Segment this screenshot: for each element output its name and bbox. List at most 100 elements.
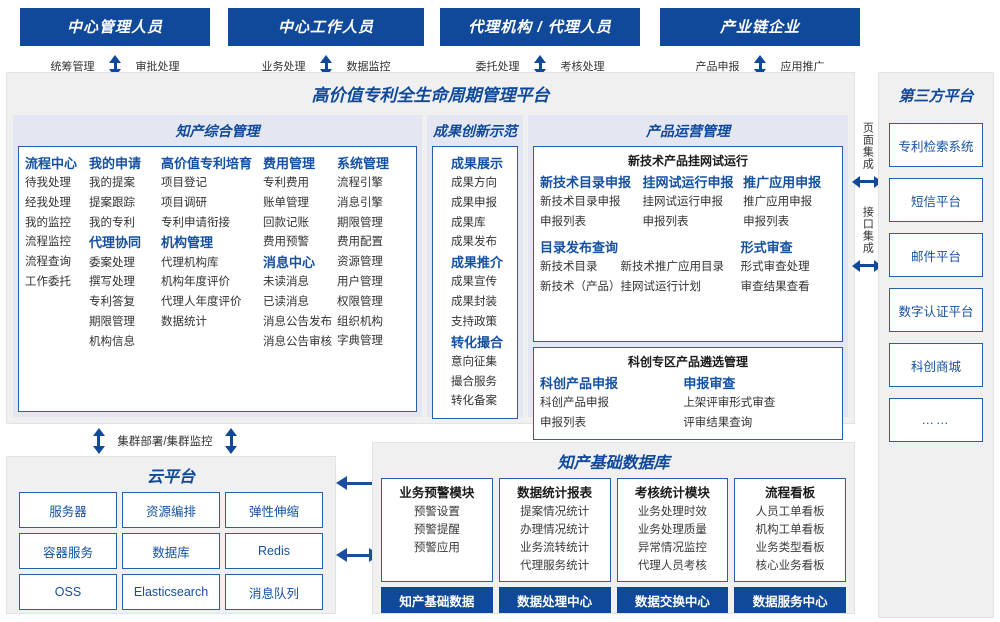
knowledge-item[interactable]: 撰写处理 <box>89 276 135 289</box>
cloud-cell-1[interactable]: 服务器 <box>19 492 117 528</box>
database-card-item[interactable]: 业务类型看板 <box>755 541 825 554</box>
knowledge-item[interactable]: 项目调研 <box>161 196 207 209</box>
product-item[interactable]: 申报列表 <box>743 215 790 228</box>
achievement-item[interactable]: 撮合服务 <box>450 375 497 388</box>
knowledge-item[interactable]: 待我处理 <box>25 177 71 190</box>
cloud-cell-9[interactable]: 消息队列 <box>225 574 323 610</box>
database-card-item[interactable]: 异常情况监控 <box>637 541 707 554</box>
knowledge-item[interactable]: 我的专利 <box>89 216 135 229</box>
knowledge-item[interactable]: 消息公告审核 <box>263 335 332 348</box>
database-card-item[interactable]: 代理人员考核 <box>637 559 707 572</box>
database-card-item[interactable]: 提案情况统计 <box>520 506 590 519</box>
database-footer[interactable]: 数据服务中心 <box>734 587 846 613</box>
knowledge-item[interactable]: 机构信息 <box>89 335 135 348</box>
database-card-item[interactable]: 业务处理时效 <box>637 506 707 519</box>
database-card-item[interactable]: 预警应用 <box>413 541 460 554</box>
database-card-item[interactable]: 代理服务统计 <box>520 559 590 572</box>
database-card-item[interactable]: 业务处理质量 <box>637 524 707 537</box>
database-card-item[interactable]: 业务流转统计 <box>520 541 590 554</box>
cloud-cell-3[interactable]: 弹性伸缩 <box>225 492 323 528</box>
arrow-head-left-icon <box>336 476 347 490</box>
innovation-item[interactable]: 评审结果查询 <box>683 416 753 429</box>
database-card-item[interactable]: 核心业务看板 <box>755 559 825 572</box>
achievement-item[interactable]: 成果发布 <box>450 236 497 249</box>
knowledge-item[interactable]: 期限管理 <box>337 216 383 229</box>
knowledge-item[interactable]: 专利答复 <box>89 296 135 309</box>
knowledge-item[interactable]: 权限管理 <box>337 295 383 308</box>
database-card-item[interactable]: 办理情况统计 <box>520 524 590 537</box>
achievement-item[interactable]: 意向征集 <box>450 355 497 368</box>
knowledge-item[interactable]: 专利申请衔接 <box>161 216 230 229</box>
third-party-item-4[interactable]: 数字认证平台 <box>889 288 983 332</box>
knowledge-item[interactable]: 消息引擎 <box>337 196 383 209</box>
third-party-item-6[interactable]: …… <box>889 398 983 442</box>
knowledge-item[interactable]: 项目登记 <box>161 177 207 190</box>
database-footer[interactable]: 知产基础数据 <box>381 587 493 613</box>
knowledge-item[interactable]: 费用预警 <box>263 236 309 249</box>
knowledge-item[interactable]: 流程查询 <box>25 256 71 269</box>
product-item[interactable]: 申报列表 <box>642 215 689 228</box>
achievement-item[interactable]: 成果宣传 <box>450 276 497 289</box>
product-item[interactable]: 新技术目录申报 <box>540 196 621 209</box>
product-row2-column-1: 目录发布查询新技术目录 新技术推广应用目录新技术（产品）挂网试运行计划 <box>540 238 737 298</box>
product-item[interactable]: 挂网试运行申报 <box>642 196 723 209</box>
knowledge-item[interactable]: 我的监控 <box>25 216 71 229</box>
cloud-cell-7[interactable]: OSS <box>19 574 117 610</box>
cloud-cell-8[interactable]: Elasticsearch <box>122 574 220 610</box>
knowledge-item[interactable]: 流程监控 <box>25 236 71 249</box>
band-product-operation: 产品运营管理 新技术产品挂网试运行 新技术目录申报新技术目录申报申报列表挂网试运… <box>528 115 848 440</box>
knowledge-column-5: 系统管理流程引擎消息引擎期限管理费用配置资源管理用户管理权限管理组织机构字典管理 <box>337 154 399 405</box>
knowledge-item[interactable]: 提案跟踪 <box>89 196 135 209</box>
knowledge-item[interactable]: 委案处理 <box>89 256 135 269</box>
knowledge-item[interactable]: 流程引擎 <box>337 177 383 190</box>
knowledge-item[interactable]: 用户管理 <box>337 275 383 288</box>
database-card-item[interactable]: 人员工单看板 <box>755 506 825 519</box>
knowledge-item[interactable]: 数据统计 <box>161 315 207 328</box>
innovation-item[interactable]: 上架评审形式审查 <box>683 397 776 410</box>
knowledge-item[interactable]: 费用配置 <box>337 236 383 249</box>
innovation-item[interactable]: 科创产品申报 <box>540 397 609 410</box>
third-party-item-2[interactable]: 短信平台 <box>889 178 983 222</box>
knowledge-item[interactable]: 我的提案 <box>89 177 135 190</box>
third-party-item-1[interactable]: 专利检索系统 <box>889 123 983 167</box>
third-party-item-3[interactable]: 邮件平台 <box>889 233 983 277</box>
database-card-item[interactable]: 机构工单看板 <box>755 524 825 537</box>
knowledge-item[interactable]: 专利费用 <box>263 177 309 190</box>
product-item[interactable]: 新技术（产品）挂网试运行计划 <box>540 280 701 293</box>
cloud-cell-4[interactable]: 容器服务 <box>19 533 117 569</box>
product-item[interactable]: 审查结果查看 <box>740 280 810 293</box>
knowledge-item[interactable]: 经我处理 <box>25 196 71 209</box>
innovation-item[interactable]: 申报列表 <box>540 416 586 429</box>
cloud-cell-5[interactable]: 数据库 <box>122 533 220 569</box>
achievement-item[interactable]: 成果方向 <box>450 177 497 190</box>
achievement-item[interactable]: 成果封装 <box>450 296 497 309</box>
database-footer[interactable]: 数据处理中心 <box>498 587 611 613</box>
achievement-item[interactable]: 成果申报 <box>450 196 497 209</box>
product-item[interactable]: 申报列表 <box>540 215 586 228</box>
product-item[interactable]: 推广应用申报 <box>743 196 813 209</box>
achievement-item[interactable]: 转化备案 <box>450 395 497 408</box>
knowledge-item[interactable]: 字典管理 <box>337 335 383 348</box>
knowledge-item[interactable]: 已读消息 <box>263 296 309 309</box>
knowledge-item[interactable]: 机构年度评价 <box>161 276 230 289</box>
knowledge-item[interactable]: 组织机构 <box>337 315 383 328</box>
knowledge-item[interactable]: 未读消息 <box>263 276 309 289</box>
knowledge-item[interactable]: 账单管理 <box>263 196 309 209</box>
cloud-cell-6[interactable]: Redis <box>225 533 323 569</box>
knowledge-item[interactable]: 资源管理 <box>337 256 383 269</box>
product-item[interactable]: 形式审查处理 <box>740 260 810 273</box>
knowledge-item[interactable]: 工作委托 <box>25 275 71 288</box>
third-party-item-5[interactable]: 科创商城 <box>889 343 983 387</box>
database-footer[interactable]: 数据交换中心 <box>616 587 729 613</box>
cloud-cell-2[interactable]: 资源编排 <box>122 492 220 528</box>
database-card-item[interactable]: 预警设置 <box>413 506 460 519</box>
knowledge-item[interactable]: 代理人年度评价 <box>161 296 242 309</box>
database-card-item[interactable]: 预警提醒 <box>413 524 460 537</box>
product-item[interactable]: 新技术目录 新技术推广应用目录 <box>540 260 724 273</box>
knowledge-item[interactable]: 回款记账 <box>263 216 309 229</box>
knowledge-item[interactable]: 消息公告发布 <box>263 315 332 328</box>
knowledge-item[interactable]: 期限管理 <box>89 315 135 328</box>
knowledge-item[interactable]: 代理机构库 <box>161 256 219 269</box>
achievement-item[interactable]: 成果库 <box>450 216 486 229</box>
achievement-item[interactable]: 支持政策 <box>450 315 497 328</box>
